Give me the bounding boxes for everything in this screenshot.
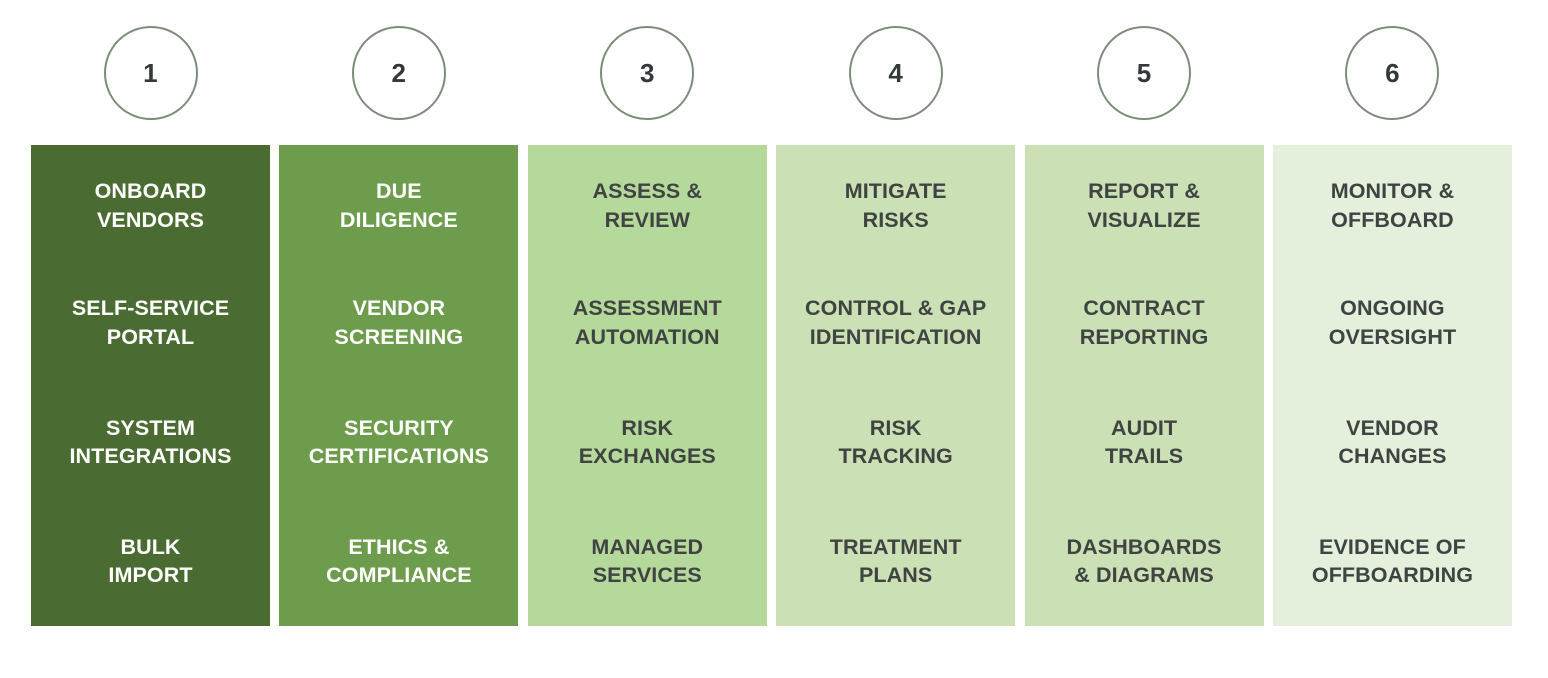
step-number-6: 6 xyxy=(1385,57,1400,88)
stage-item-3-1: ASSESSMENT AUTOMATION xyxy=(572,296,722,349)
step-circle-5[interactable]: 5 xyxy=(1097,25,1192,120)
step-circle-zone-5: 5 xyxy=(1025,0,1264,145)
step-circle-zone-6: 6 xyxy=(1273,0,1512,145)
stage-column-5[interactable]: 5 REPORT & VISUALIZE CONTRACT REPORTING … xyxy=(1024,0,1264,678)
stage-item-6-1: ONGOING OVERSIGHT xyxy=(1328,296,1457,349)
stage-item-3-3: MANAGED SERVICES xyxy=(591,534,704,588)
stage-title-5: REPORT & VISUALIZE xyxy=(1087,179,1201,232)
stage-item-5-2: AUDIT TRAILS xyxy=(1104,415,1184,469)
stage-item-6-2: VENDOR CHANGES xyxy=(1338,415,1447,469)
stage-column-4[interactable]: 4 MITIGATE RISKS CONTROL & GAP IDENTIFIC… xyxy=(776,0,1016,678)
stage-title-2: DUE DILIGENCE xyxy=(339,179,458,232)
stage-column-1[interactable]: 1 ONBOARD VENDORS SELF-SERVICE PORTAL SY… xyxy=(31,0,270,678)
stage-item-5-3: DASHBOARDS & DIAGRAMS xyxy=(1066,534,1222,588)
stage-item-list-6: ONGOING OVERSIGHT VENDOR CHANGES EVIDENC… xyxy=(1279,234,1506,596)
stage-block-1[interactable]: ONBOARD VENDORS SELF-SERVICE PORTAL SYST… xyxy=(31,145,270,626)
stage-block-6[interactable]: MONITOR & OFFBOARD ONGOING OVERSIGHT VEN… xyxy=(1272,145,1512,626)
stage-item-1-1: SELF-SERVICE PORTAL xyxy=(71,296,230,349)
stage-block-2[interactable]: DUE DILIGENCE VENDOR SCREENING SECURITY … xyxy=(279,145,519,626)
step-circle-1[interactable]: 1 xyxy=(103,25,198,120)
step-circle-zone-4: 4 xyxy=(776,0,1015,145)
stage-item-4-1: CONTROL & GAP IDENTIFICATION xyxy=(805,296,987,349)
step-circle-4[interactable]: 4 xyxy=(848,25,943,120)
step-circle-3[interactable]: 3 xyxy=(600,25,695,120)
stage-item-1-3: BULK IMPORT xyxy=(108,534,193,588)
step-circle-6[interactable]: 6 xyxy=(1345,25,1440,120)
step-number-2: 2 xyxy=(391,57,407,88)
stage-item-1-2: SYSTEM INTEGRATIONS xyxy=(69,415,232,469)
stage-item-2-1: VENDOR SCREENING xyxy=(334,296,464,349)
step-circle-2[interactable]: 2 xyxy=(351,25,446,120)
stage-item-2-2: SECURITY CERTIFICATIONS xyxy=(308,415,489,469)
stage-column-3[interactable]: 3 ASSESS & REVIEW ASSESSMENT AUTOMATION … xyxy=(527,0,767,678)
stage-item-2-3: ETHICS & COMPLIANCE xyxy=(326,534,472,588)
stage-item-5-1: CONTRACT REPORTING xyxy=(1079,296,1209,349)
stage-column-2[interactable]: 2 DUE DILIGENCE VENDOR SCREENING SECURIT… xyxy=(279,0,519,678)
stage-block-4[interactable]: MITIGATE RISKS CONTROL & GAP IDENTIFICAT… xyxy=(776,145,1016,626)
step-number-4: 4 xyxy=(888,57,903,88)
stage-item-6-3: EVIDENCE OF OFFBOARDING xyxy=(1311,534,1474,588)
step-circle-zone-3: 3 xyxy=(528,0,767,145)
stage-item-list-5: CONTRACT REPORTING AUDIT TRAILS DASHBOAR… xyxy=(1031,234,1258,596)
stage-title-4: MITIGATE RISKS xyxy=(844,179,947,232)
step-circle-zone-1: 1 xyxy=(31,0,270,145)
stage-block-5[interactable]: REPORT & VISUALIZE CONTRACT REPORTING AU… xyxy=(1024,145,1264,626)
stage-item-list-1: SELF-SERVICE PORTAL SYSTEM INTEGRATIONS … xyxy=(37,234,264,596)
stage-title-6: MONITOR & OFFBOARD xyxy=(1330,179,1455,232)
stage-columns-container: 1 ONBOARD VENDORS SELF-SERVICE PORTAL SY… xyxy=(31,0,1512,678)
stage-item-list-4: CONTROL & GAP IDENTIFICATION RISK TRACKI… xyxy=(782,234,1009,596)
stage-title-1: ONBOARD VENDORS xyxy=(94,179,207,232)
stage-column-6[interactable]: 6 MONITOR & OFFBOARD ONGOING OVERSIGHT V… xyxy=(1272,0,1512,678)
step-number-5: 5 xyxy=(1136,57,1152,88)
stage-item-list-2: VENDOR SCREENING SECURITY CERTIFICATIONS… xyxy=(285,234,512,596)
step-circle-zone-2: 2 xyxy=(279,0,518,145)
stage-item-list-3: ASSESSMENT AUTOMATION RISK EXCHANGES MAN… xyxy=(534,234,761,596)
stage-title-3: ASSESS & REVIEW xyxy=(592,179,703,232)
stage-item-4-2: RISK TRACKING xyxy=(838,415,953,469)
stage-block-3[interactable]: ASSESS & REVIEW ASSESSMENT AUTOMATION RI… xyxy=(527,145,767,626)
stage-item-3-2: RISK EXCHANGES xyxy=(578,415,716,469)
stage-item-4-3: TREATMENT PLANS xyxy=(829,534,962,588)
step-number-1: 1 xyxy=(143,57,158,88)
step-number-3: 3 xyxy=(639,57,655,88)
